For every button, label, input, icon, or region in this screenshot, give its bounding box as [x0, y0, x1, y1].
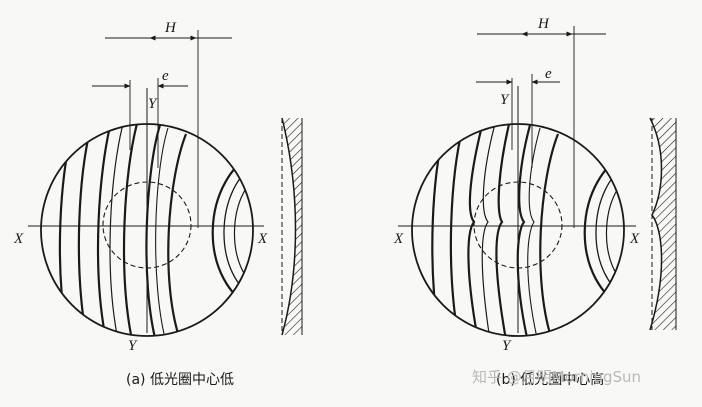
- label-Y-top-a: Y: [148, 96, 158, 112]
- label-H-a: H: [164, 20, 177, 36]
- label-X-right-b: X: [629, 231, 640, 247]
- label-e-a: e: [162, 68, 169, 84]
- label-Y-top-b: Y: [500, 92, 510, 108]
- label-Y-bottom-a: Y: [128, 338, 138, 354]
- label-X-left-a: X: [13, 231, 24, 247]
- panel-b: [398, 26, 677, 337]
- profile-b: [649, 117, 677, 331]
- profile-a: [281, 117, 303, 336]
- caption-b: (b) 低光圈中心高: [496, 371, 604, 388]
- label-X-right-a: X: [257, 231, 268, 247]
- label-e-b: e: [545, 66, 552, 82]
- label-Y-bottom-b: Y: [502, 338, 512, 354]
- caption-a: (a) 低光圈中心低: [126, 372, 234, 388]
- label-H-b: H: [537, 16, 550, 32]
- fringes-a: [58, 124, 253, 336]
- watermark: 知乎 @月明MorningSun: [472, 368, 641, 386]
- panel-a: [28, 30, 303, 337]
- label-X-left-b: X: [393, 231, 404, 247]
